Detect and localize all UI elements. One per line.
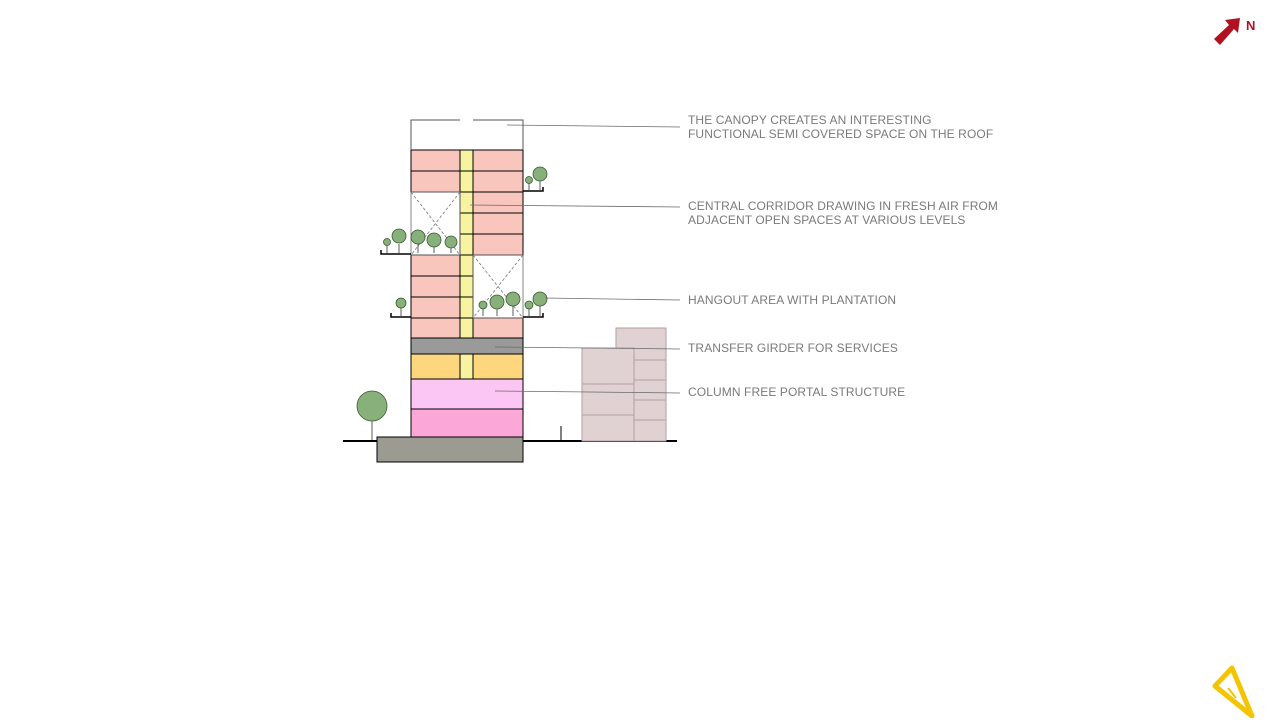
annotation-canopy: THE CANOPY CREATES AN INTERESTING FUNCTI… xyxy=(688,113,993,141)
leader-hangout xyxy=(544,297,681,301)
roof-canopy xyxy=(410,119,524,150)
central-corridor xyxy=(459,149,474,339)
annotation-canopy-line-2: FUNCTIONAL SEMI COVERED SPACE ON THE ROO… xyxy=(688,127,994,141)
north-label: N xyxy=(1246,18,1256,33)
annotation-corridor-line-1: CENTRAL CORRIDOR DRAWING IN FRESH AIR FR… xyxy=(688,199,998,213)
corridor-floor-lines xyxy=(460,170,473,319)
annotation-girder: TRANSFER GIRDER FOR SERVICES xyxy=(688,341,898,355)
leader-lines xyxy=(469,124,681,394)
annotation-canopy-line-1: THE CANOPY CREATES AN INTERESTING xyxy=(688,113,932,127)
tree-group xyxy=(356,166,548,440)
annotation-girder-line-1: TRANSFER GIRDER FOR SERVICES xyxy=(688,341,898,355)
leader-corridor xyxy=(469,204,681,208)
leader-girder xyxy=(494,346,681,350)
basement-block xyxy=(376,436,524,463)
annotation-hangout-line-1: HANGOUT AREA WITH PLANTATION xyxy=(688,293,897,307)
office-floor-core xyxy=(459,353,474,380)
residential-left-wing xyxy=(410,149,461,339)
annotation-portal-line-1: COLUMN FREE PORTAL STRUCTURE xyxy=(688,385,906,399)
annotation-corridor: CENTRAL CORRIDOR DRAWING IN FRESH AIR FR… xyxy=(688,199,998,227)
office-floor-right xyxy=(472,353,524,380)
neighbour-floor-lines xyxy=(582,359,666,421)
annotation-portal: COLUMN FREE PORTAL STRUCTURE xyxy=(688,385,905,399)
set-square-logo-icon xyxy=(1212,665,1255,718)
terrace-platforms xyxy=(380,187,544,318)
annotation-corridor-line-2: ADJACENT OPEN SPACES AT VARIOUS LEVELS xyxy=(688,213,966,227)
neighbour-building xyxy=(581,327,667,442)
transfer-girder xyxy=(410,337,524,355)
portal-floor-upper xyxy=(410,378,524,410)
office-floor-left xyxy=(410,353,461,380)
annotation-hangout: HANGOUT AREA WITH PLANTATION xyxy=(688,293,896,307)
north-arrow-icon xyxy=(1214,18,1240,45)
leader-portal xyxy=(494,390,681,394)
portal-floor-lower xyxy=(410,408,524,438)
residential-right-wing xyxy=(472,149,524,339)
leader-canopy xyxy=(506,124,681,128)
